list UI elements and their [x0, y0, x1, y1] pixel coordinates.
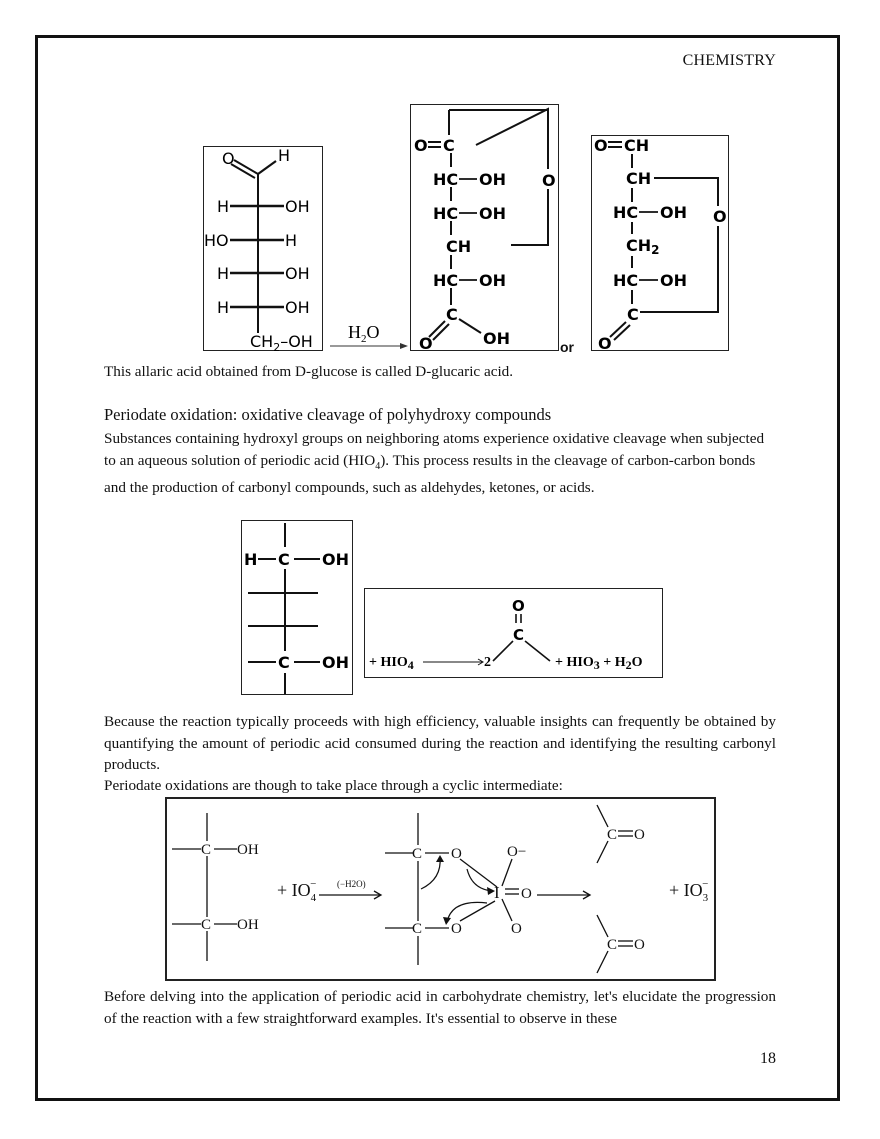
svg-text:O: O	[512, 597, 525, 615]
glucarolactone-structure-box-2: O CH CH O HC OH CH2 HC OH C O	[591, 135, 729, 353]
svg-text:H: H	[285, 231, 297, 250]
svg-text:C: C	[607, 827, 617, 843]
svg-text:HC: HC	[433, 170, 458, 189]
svg-text:O: O	[713, 207, 727, 226]
svg-text:OH: OH	[479, 271, 506, 290]
svg-text:C: C	[412, 921, 422, 937]
cyclic-intermediate-mechanism-box: C OH C OH + IO4− (−H2O) C O O− I	[165, 797, 716, 981]
svg-text:C: C	[201, 842, 211, 858]
svg-text:C: C	[201, 917, 211, 933]
svg-text:OH: OH	[479, 204, 506, 223]
svg-text:OH: OH	[285, 298, 310, 317]
svg-text:C: C	[446, 305, 458, 324]
svg-text:+ IO4−: + IO4−	[277, 878, 317, 904]
svg-text:I: I	[494, 883, 500, 902]
paragraph-periodate-intro: Substances containing hydroxyl groups on…	[104, 430, 765, 497]
svg-text:HO: HO	[204, 231, 229, 250]
svg-text:H: H	[278, 147, 290, 165]
page-number: 18	[760, 1050, 776, 1067]
svg-text:O: O	[419, 334, 433, 352]
svg-text:H: H	[217, 197, 229, 216]
glucarolactone-structure-box-1: O O C HC OH HC OH CH HC OH C O OH	[410, 104, 559, 353]
svg-text:C: C	[412, 846, 422, 862]
svg-text:OH: OH	[479, 170, 506, 189]
svg-text:OH: OH	[660, 271, 687, 290]
svg-text:C: C	[513, 626, 524, 644]
svg-text:H: H	[217, 298, 229, 317]
svg-text:+ HIO3 + H2O: + HIO3 + H2O	[555, 655, 643, 672]
svg-text:HC: HC	[613, 203, 638, 222]
svg-text:H2O: H2O	[348, 322, 380, 345]
svg-text:OH: OH	[285, 197, 310, 216]
svg-text:O: O	[451, 921, 462, 937]
svg-text:O: O	[634, 827, 645, 843]
section-header: CHEMISTRY	[682, 52, 776, 69]
glucose-fischer-projection: O H H OH HO H H OH H OH CH2–OH	[204, 146, 313, 354]
svg-text:C: C	[627, 305, 639, 324]
vicinal-diol-structure: H C OH C OH	[244, 523, 349, 694]
svg-text:C: C	[278, 653, 290, 672]
svg-text:HC: HC	[433, 271, 458, 290]
periodate-cleavage-equation: + HIO4 2 O C + HIO3 + H2O	[369, 597, 643, 672]
glucose-structure-box: O H H OH HO H H OH H OH CH2–OH	[203, 146, 323, 354]
vicinal-diol-box: H C OH C OH	[241, 520, 353, 695]
svg-text:CH: CH	[446, 237, 471, 256]
paragraph-cyclic-intermediate: Periodate oxidations are though to take …	[104, 777, 563, 794]
paragraph-examples: Before delving into the application of p…	[104, 988, 776, 1027]
svg-text:O: O	[634, 937, 645, 953]
svg-text:C: C	[607, 937, 617, 953]
svg-text:+ HIO4: + HIO4	[369, 655, 414, 672]
lactone-structure-1: O O C HC OH HC OH CH HC OH C O OH	[414, 107, 556, 353]
svg-text:HC: HC	[613, 271, 638, 290]
svg-text:CH: CH	[624, 136, 649, 155]
svg-text:OH: OH	[237, 917, 259, 933]
lactone-structure-2: O CH CH O HC OH CH2 HC OH C O	[594, 136, 727, 353]
section-heading-periodate: Periodate oxidation: oxidative cleavage …	[104, 405, 552, 424]
svg-text:OH: OH	[285, 264, 310, 283]
svg-text:O: O	[451, 846, 462, 862]
svg-text:O: O	[511, 921, 522, 937]
svg-text:HC: HC	[433, 204, 458, 223]
svg-text:OH: OH	[660, 203, 687, 222]
svg-text:OH: OH	[322, 653, 349, 672]
svg-text:H: H	[244, 550, 257, 569]
svg-text:OH: OH	[483, 329, 510, 348]
svg-text:O: O	[542, 171, 556, 190]
svg-text:OH: OH	[322, 550, 349, 569]
svg-text:(−H2O): (−H2O)	[337, 879, 366, 889]
svg-text:O: O	[414, 136, 428, 155]
paragraph-efficiency: Because the reaction typically proceeds …	[104, 713, 776, 773]
svg-text:CH2–OH: CH2–OH	[250, 332, 313, 352]
svg-text:O−: O−	[507, 844, 526, 860]
paragraph-glucaric-acid: This allaric acid obtained from D-glucos…	[104, 363, 514, 380]
page-border	[35, 35, 840, 1101]
svg-text:O: O	[594, 136, 608, 155]
svg-text:O: O	[521, 886, 532, 902]
svg-text:O: O	[598, 334, 612, 352]
svg-text:CH: CH	[626, 169, 651, 188]
svg-text:+ IO3−: + IO3−	[669, 878, 709, 904]
svg-text:C: C	[443, 136, 455, 155]
svg-text:OH: OH	[237, 842, 259, 858]
or-label: or	[560, 339, 574, 355]
svg-text:2: 2	[484, 655, 491, 670]
svg-text:CH2: CH2	[626, 236, 660, 257]
periodate-equation-box: + HIO4 2 O C + HIO3 + H2O	[364, 588, 663, 678]
svg-text:C: C	[278, 550, 290, 569]
reaction-arrow-h2o: H2O	[330, 322, 408, 349]
periodate-mechanism-diagram: C OH C OH + IO4− (−H2O) C O O− I	[172, 804, 709, 974]
svg-text:H: H	[217, 264, 229, 283]
